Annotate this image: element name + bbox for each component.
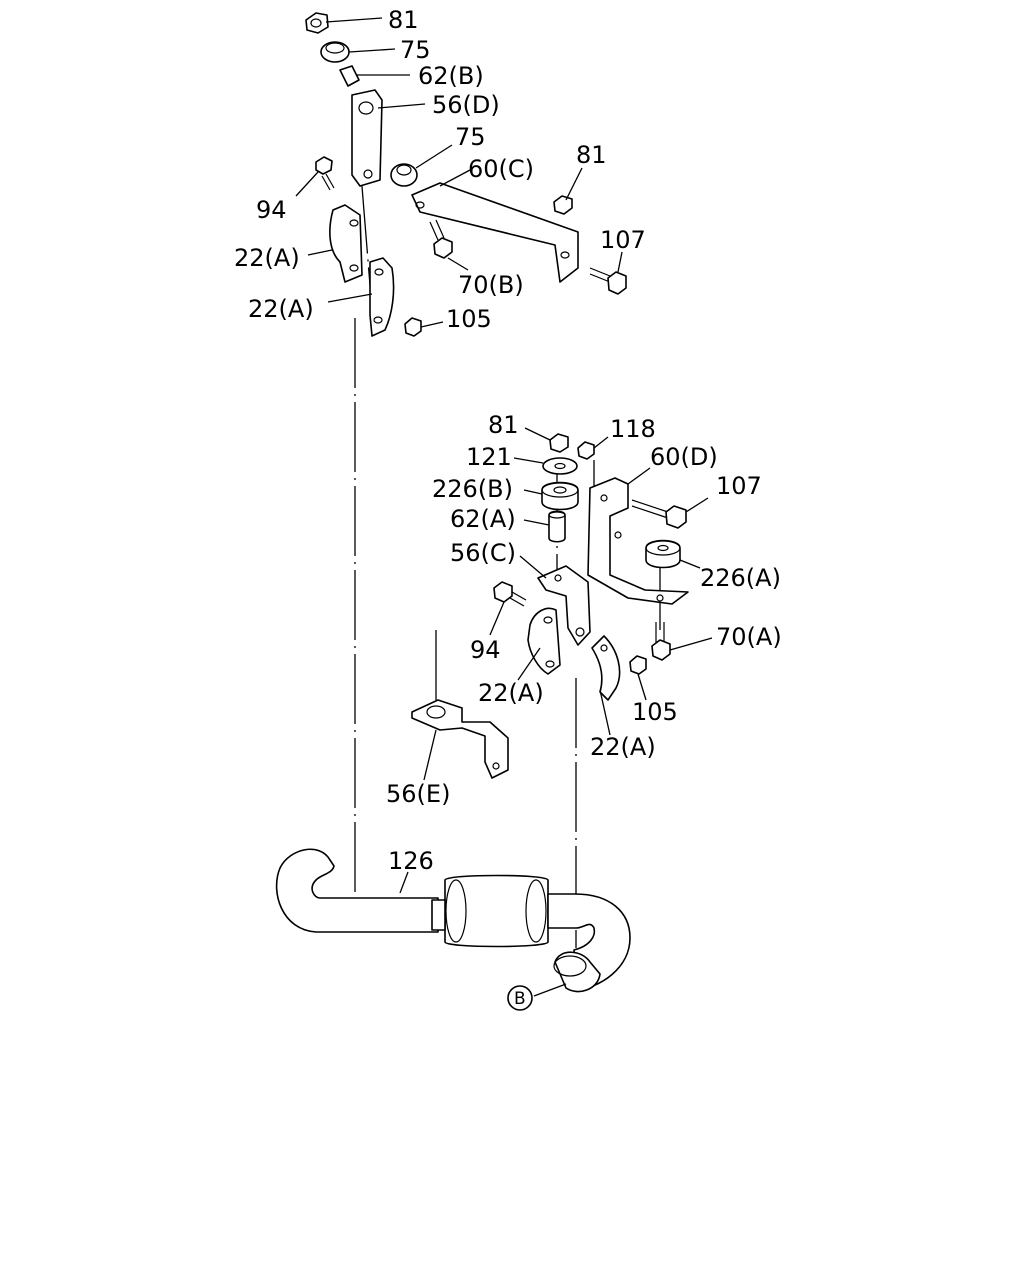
bolt-94-upper	[315, 156, 335, 191]
clamp-22a-lower-right	[591, 635, 621, 701]
bracket-56d	[351, 89, 383, 187]
lower-leader-lines	[423, 427, 713, 781]
label-22a-2: 22(A)	[248, 295, 314, 323]
nut-81-lower	[549, 433, 569, 453]
clamp-22a-upper-right	[369, 257, 395, 337]
bracket-60c	[411, 182, 579, 283]
label-94-upper: 94	[256, 196, 287, 224]
label-60d: 60(D)	[650, 443, 718, 471]
part-labels: 81 75 62(B) 56(D) 75 60(C) 81 94 107 22(…	[234, 6, 782, 1009]
cushion-75-upper	[320, 41, 350, 63]
bracket-60d	[587, 477, 689, 605]
label-22a-4: 22(A)	[590, 733, 656, 761]
upper-leader-lines	[295, 17, 623, 328]
rubber-226a	[645, 539, 681, 569]
washer-121	[542, 457, 578, 475]
nut-105-lower	[629, 655, 647, 675]
bolt-107-lower	[631, 499, 687, 529]
bolt-94-lower	[493, 581, 527, 607]
label-81-top: 81	[388, 6, 419, 34]
clamp-22a-lower-left	[527, 607, 561, 675]
label-81-lower: 81	[488, 411, 519, 439]
bracket-56e	[411, 699, 509, 779]
label-56e: 56(E)	[386, 780, 450, 808]
label-226b: 226(B)	[432, 475, 513, 503]
label-62a: 62(A)	[450, 505, 516, 533]
label-226a: 226(A)	[700, 564, 781, 592]
nut-118	[577, 441, 595, 460]
label-56d: 56(D)	[432, 91, 500, 119]
collar-62a	[548, 510, 566, 543]
leader-126	[399, 871, 409, 894]
bolt-107-upper	[589, 267, 627, 295]
label-62b: 62(B)	[418, 62, 484, 90]
label-70b: 70(B)	[458, 271, 524, 299]
label-22a-1: 22(A)	[234, 244, 300, 272]
label-56c: 56(C)	[450, 539, 516, 567]
label-70a: 70(A)	[716, 623, 782, 651]
label-107-lower: 107	[716, 472, 762, 500]
label-107-upper: 107	[600, 226, 646, 254]
label-105-lower: 105	[632, 698, 678, 726]
leader-b	[533, 983, 567, 997]
nut-105-upper	[404, 317, 422, 337]
label-75-top: 75	[400, 36, 431, 64]
cushion-75-lower	[390, 163, 418, 187]
callout-b-label: B	[514, 989, 526, 1009]
bracket-56c	[537, 565, 591, 646]
collar-62b	[339, 65, 360, 87]
bolt-70a	[651, 622, 671, 661]
rubber-226b	[541, 481, 579, 511]
label-81-bracket: 81	[576, 141, 607, 169]
label-118: 118	[610, 415, 656, 443]
callout-b-circle	[507, 985, 533, 1011]
nut-81-bracket	[553, 195, 573, 215]
label-60c: 60(C)	[468, 155, 534, 183]
label-126: 126	[388, 847, 434, 875]
bolt-70b	[429, 219, 453, 259]
label-75-mid: 75	[455, 123, 486, 151]
label-94-lower: 94	[470, 636, 501, 664]
exhaust-pipe-126	[275, 848, 631, 993]
label-22a-3: 22(A)	[478, 679, 544, 707]
label-121: 121	[466, 443, 512, 471]
clamp-22a-upper-left	[329, 204, 363, 283]
nut-81-upper	[305, 12, 329, 34]
label-105-upper: 105	[446, 305, 492, 333]
